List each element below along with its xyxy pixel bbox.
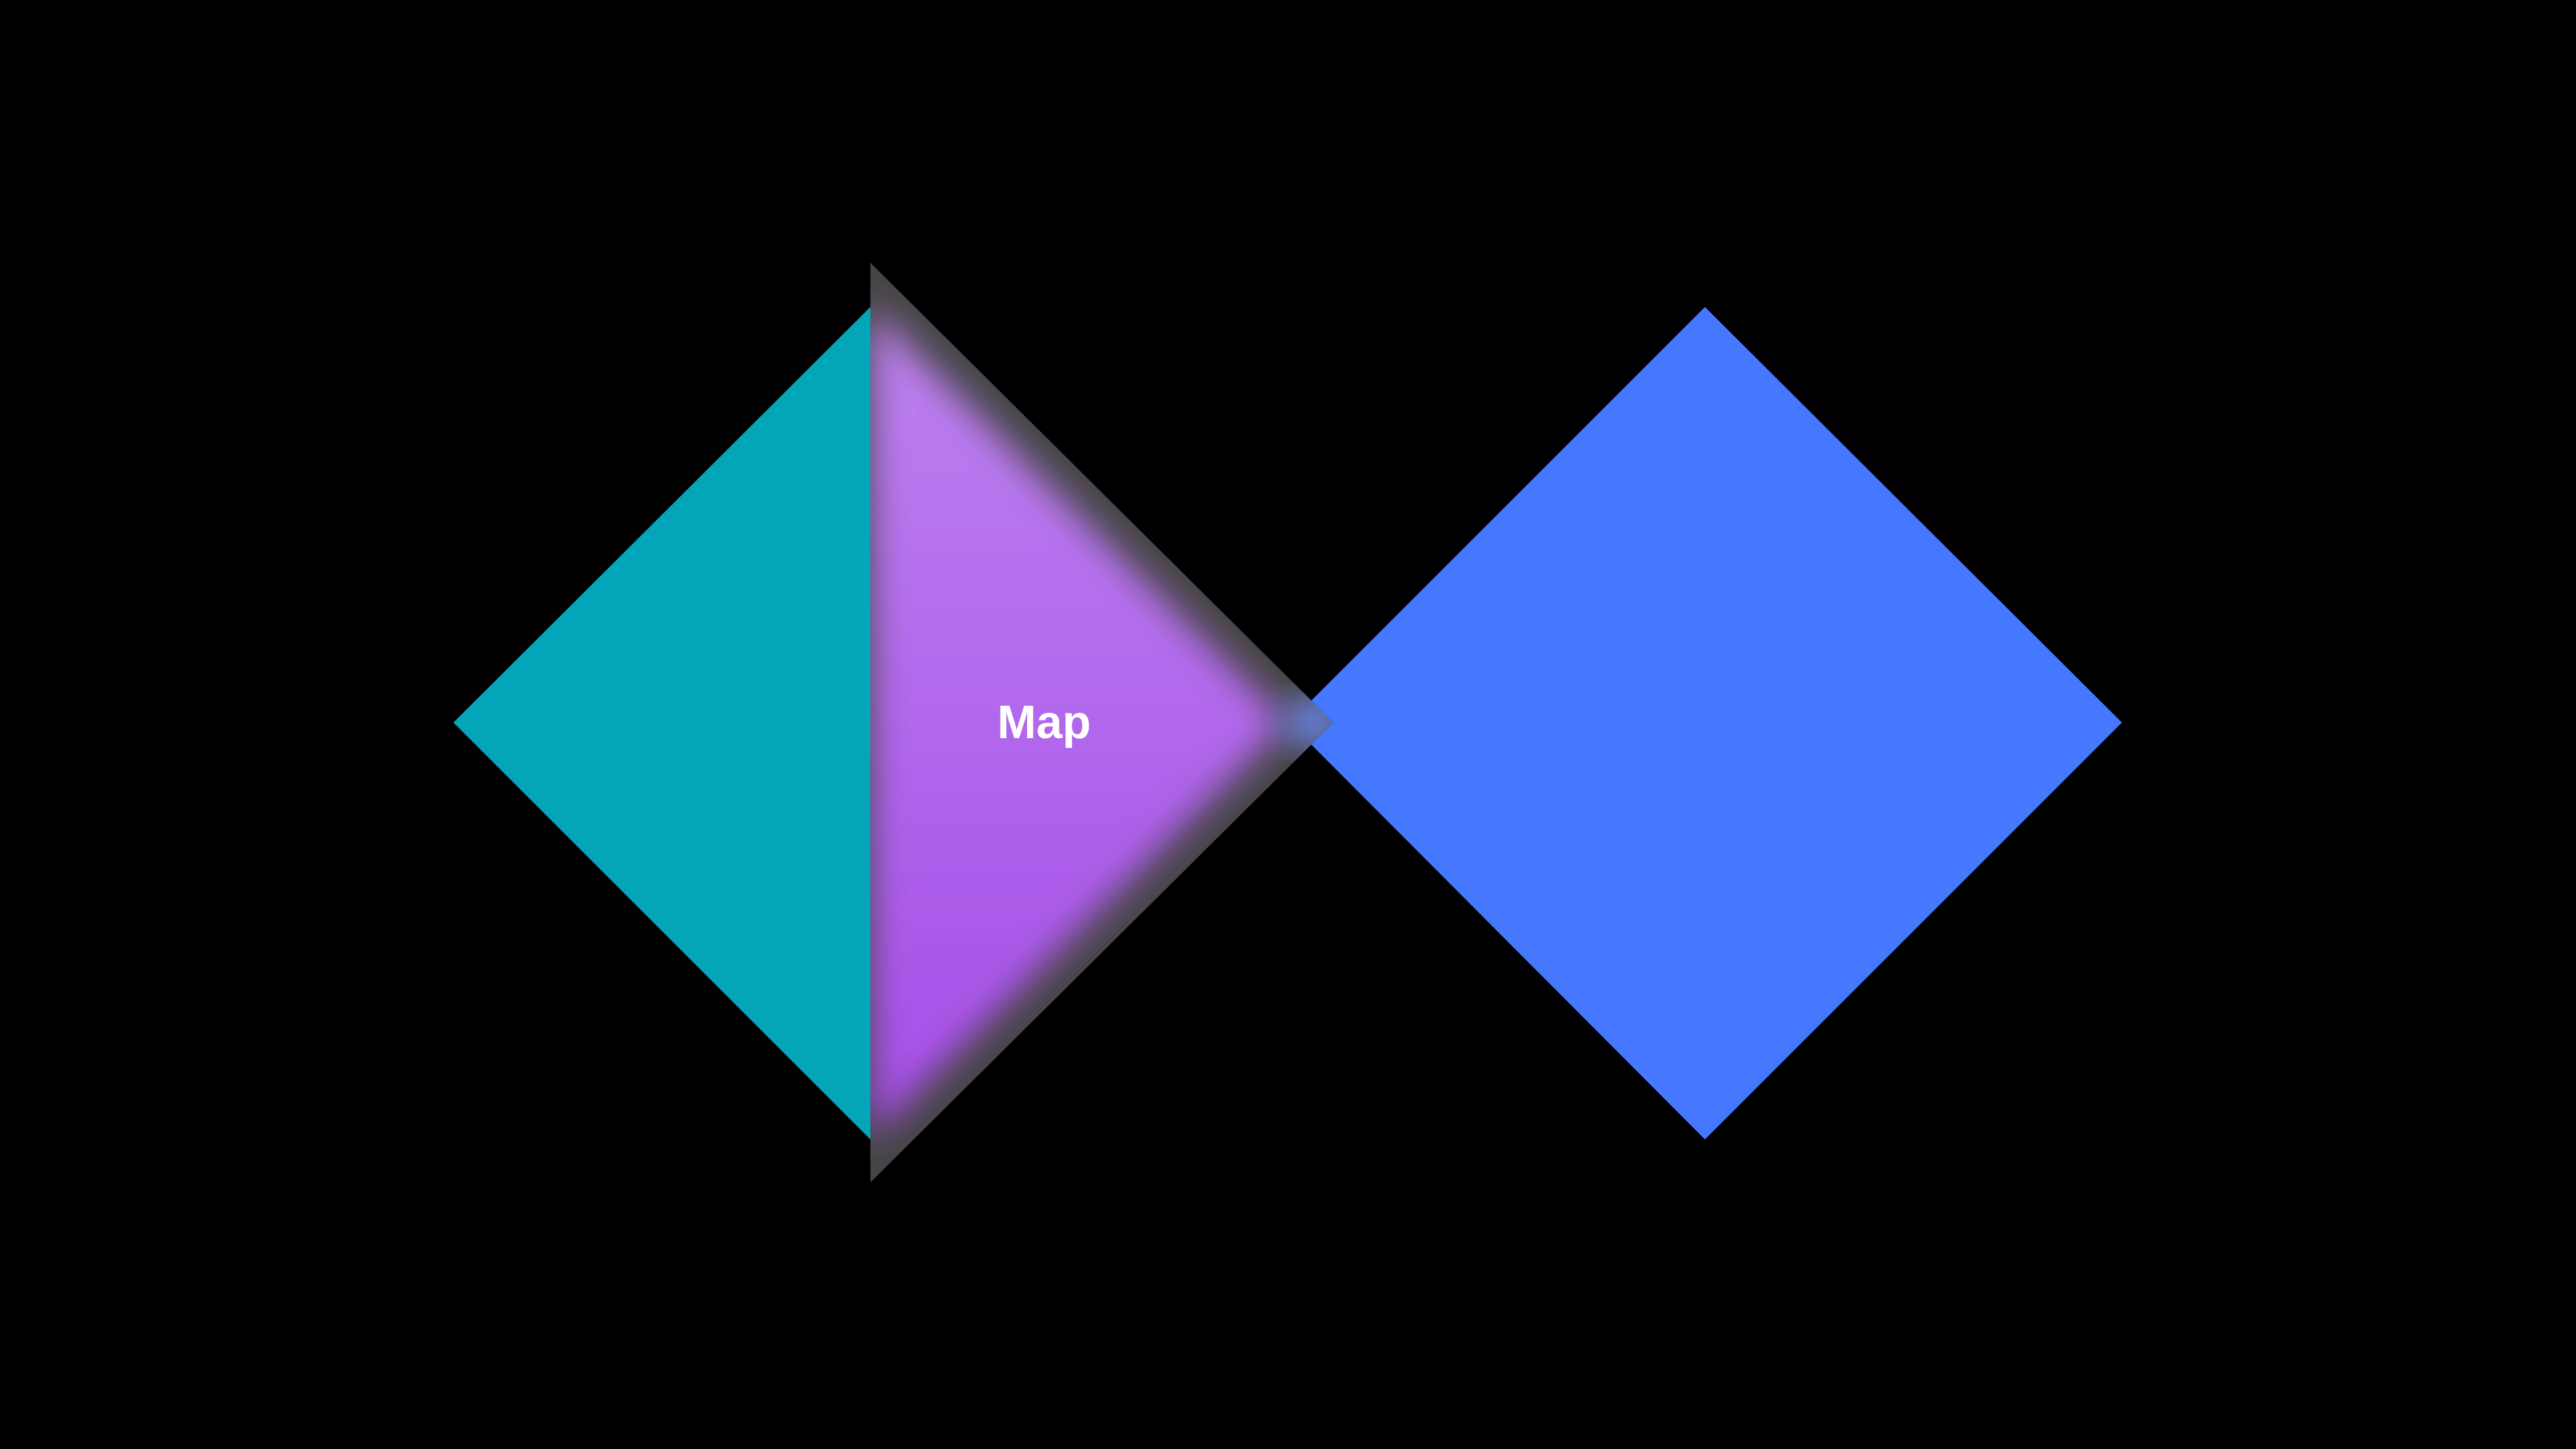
- blue-diamond: [1289, 307, 2122, 1139]
- glass-triangle: [870, 263, 1334, 1182]
- map-label: Map: [997, 697, 1091, 749]
